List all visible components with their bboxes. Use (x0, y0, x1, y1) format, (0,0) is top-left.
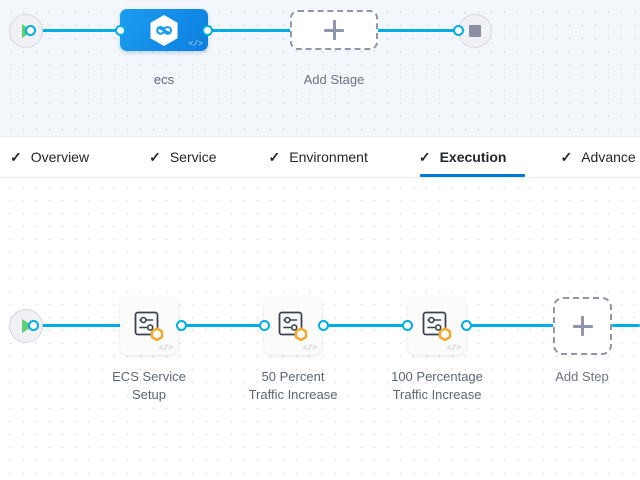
harness-hexagon-infinity-icon (150, 15, 178, 46)
step-node-50-percent-traffic-increase[interactable]: </> (264, 297, 322, 355)
tab-service[interactable]: ✓ Service (149, 137, 216, 177)
step-3-output-port[interactable] (461, 320, 472, 331)
connector-addstep-outgoing (612, 324, 640, 327)
connector-step-3-to-addstep (465, 324, 555, 327)
stage-node-ecs[interactable]: </> (120, 9, 208, 51)
step-settings-icon (422, 311, 452, 342)
execution-start-node-port[interactable] (28, 320, 39, 331)
stage-graph-canvas[interactable]: </> ecs Add Stage (0, 0, 640, 136)
step-node-label: ECS Service Setup (112, 369, 186, 402)
step-settings-icon (278, 311, 308, 342)
stage-node-input-port[interactable] (115, 25, 126, 36)
connector-step-1-to-step-2 (180, 324, 273, 327)
play-icon (22, 319, 33, 333)
tab-advanced-label: Advance (581, 149, 636, 165)
step-3-input-port[interactable] (402, 320, 413, 331)
tab-environment[interactable]: ✓ Environment (269, 137, 368, 177)
execution-graph-canvas[interactable]: </> ECS Service Setup </> 50 Percent Tra… (0, 178, 640, 480)
step-node-label: 100 Percentage Traffic Increase (391, 369, 483, 402)
check-icon: ✓ (268, 149, 281, 165)
step-code-mark: </> (158, 344, 173, 353)
check-icon: ✓ (10, 149, 22, 165)
end-node-port[interactable] (453, 25, 464, 36)
stage-node-output-port[interactable] (202, 25, 213, 36)
tab-overview-label: Overview (30, 149, 90, 165)
tab-overview[interactable]: ✓ Overview (10, 137, 89, 177)
step-node-label: 50 Percent Traffic Increase (248, 369, 338, 402)
add-step-label: Add Step (555, 369, 609, 384)
connector-step-2-to-step-3 (322, 324, 410, 327)
add-stage-button[interactable] (290, 10, 378, 50)
stage-node-label: ecs (153, 72, 175, 87)
check-icon: ✓ (418, 149, 431, 165)
stage-code-mark: </> (188, 40, 203, 49)
add-step-button[interactable] (553, 297, 612, 355)
step-code-mark: </> (446, 344, 461, 353)
step-1-output-port[interactable] (176, 320, 187, 331)
tab-execution-label: Execution (439, 149, 507, 165)
step-node-ecs-service-setup[interactable]: </> (120, 297, 178, 355)
connector-start-to-step-1 (30, 324, 155, 327)
connector-addstage-to-end (376, 29, 468, 32)
tab-execution[interactable]: ✓ Execution (418, 137, 526, 177)
add-stage-label: Add Stage (303, 72, 365, 87)
step-2-output-port[interactable] (318, 320, 329, 331)
plus-icon (572, 316, 593, 336)
step-2-input-port[interactable] (259, 320, 270, 331)
tab-environment-label: Environment (289, 149, 368, 165)
check-icon: ✓ (560, 149, 573, 165)
connector-start-to-stage (30, 29, 134, 32)
step-node-100-percentage-traffic-increase[interactable]: </> (408, 297, 466, 355)
step-settings-icon (134, 311, 164, 342)
stage-config-tabs[interactable]: ✓ Overview ✓ Service ✓ Environment ✓ Exe… (0, 136, 640, 178)
check-icon: ✓ (149, 149, 161, 165)
tab-advanced[interactable]: ✓ Advance (560, 137, 635, 177)
tab-service-label: Service (169, 149, 217, 165)
step-code-mark: </> (302, 344, 317, 353)
connector-stage-to-addstage (206, 29, 296, 32)
stop-icon (469, 25, 481, 37)
plus-icon (324, 20, 344, 40)
start-node-port[interactable] (25, 25, 36, 36)
